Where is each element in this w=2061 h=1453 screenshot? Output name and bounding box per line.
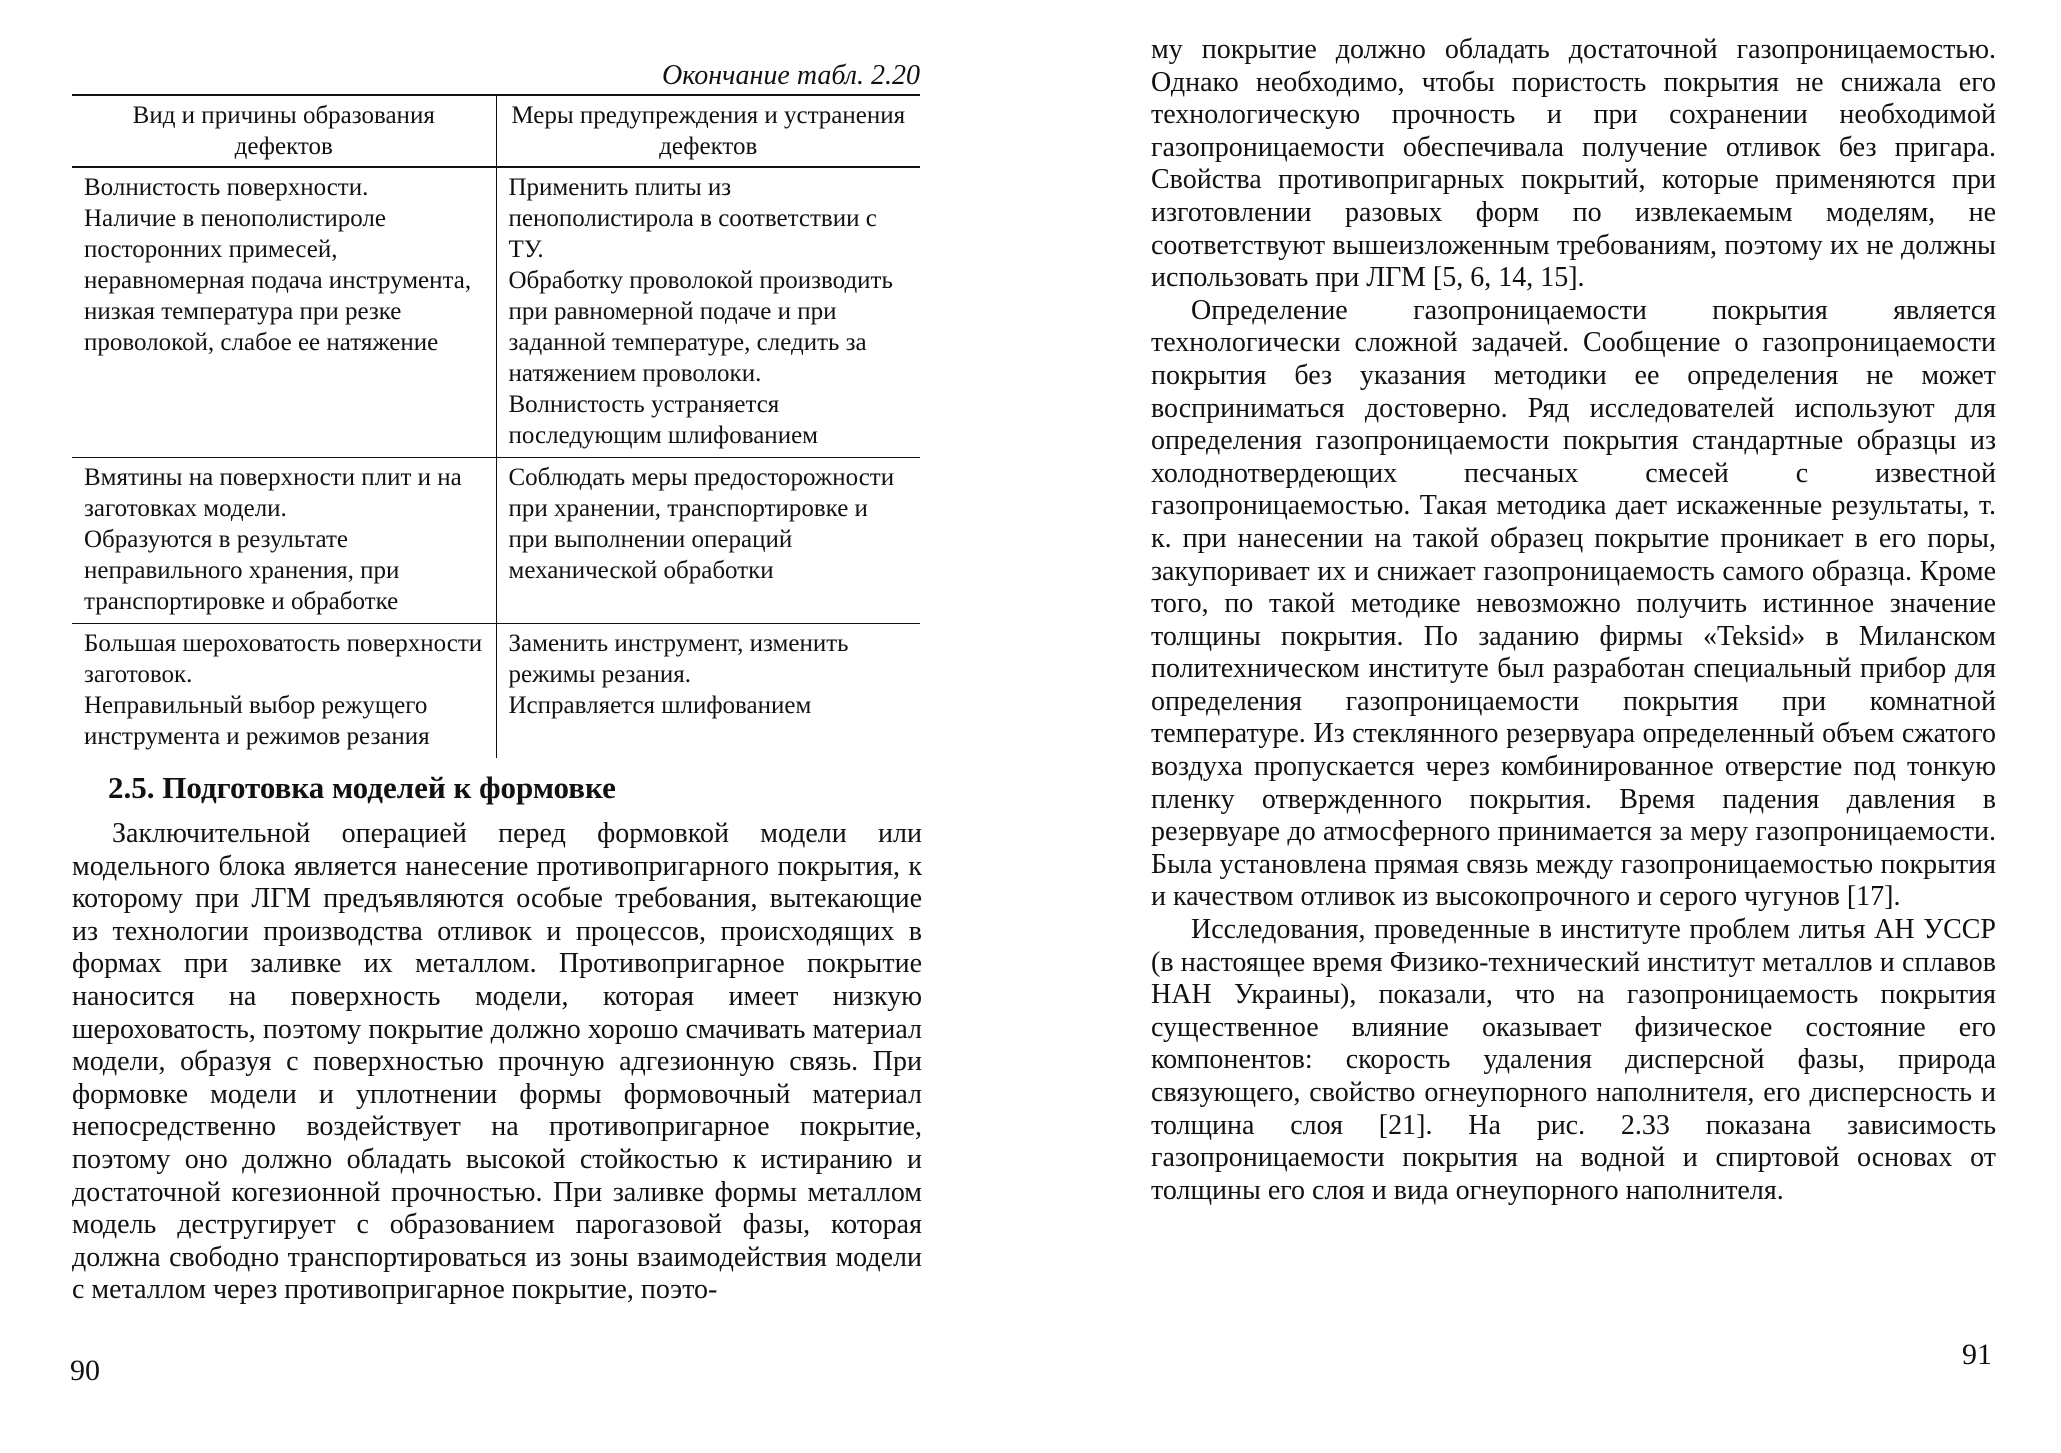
cell-text: Волнистость поверхности. [84,174,369,201]
cell-text: Неправильный выбор режущего инструмента … [84,692,430,750]
body-paragraph: Заключительной операцией перед формовкой… [72,818,922,1306]
cell-text: Исправляется шлифованием [508,692,812,719]
left-page: Окончание табл. 2.20 Вид и причины образ… [0,0,1030,1453]
cell-text: Вмятины на поверхности плит и на заготов… [84,464,462,522]
table-cell-measure: Заменить инструмент, изменить режимы рез… [496,624,920,759]
cell-text: Соблюдать меры предосторожности при хран… [508,464,895,584]
page-number: 90 [70,1354,100,1387]
table-cell-cause: Большая шероховатость поверхности загото… [72,623,497,758]
table-row: Волнистость поверхности. Наличие в пеноп… [72,167,920,458]
cell-text: Применить плиты из пенополистирола в соо… [508,174,877,263]
body-paragraph: му покрытие должно обладать достаточной … [1151,34,1996,294]
table-header-causes: Вид и причины образования дефектов [72,94,497,168]
defects-table: Вид и причины образования дефектов Меры … [72,94,920,758]
right-page: му покрытие должно обладать достаточной … [1030,0,2061,1453]
body-paragraph: Исследования, проведенные в институте пр… [1151,914,1996,1206]
cell-text: Волнистость устраняется последующим шлиф… [508,391,819,449]
cell-text: Заменить инструмент, изменить режимы рез… [508,630,849,688]
table-row: Вмятины на поверхности плит и на заготов… [72,457,920,624]
cell-text: Наличие в пенополистироле посторонних пр… [84,205,472,356]
table-cell-measure: Применить плиты из пенополистирола в соо… [496,167,920,458]
table-row: Большая шероховатость поверхности загото… [72,623,920,759]
table-cell-cause: Вмятины на поверхности плит и на заготов… [72,457,497,624]
page-number: 91 [1962,1338,1992,1371]
body-paragraph: Определение газопроницаемости покрытия я… [1151,294,1996,913]
table-header-measures: Меры предупреждения и устранения дефекто… [496,94,920,168]
cell-text: Образуются в результате неправильного хр… [84,526,400,615]
table-cell-measure: Соблюдать меры предосторожности при хран… [496,457,920,624]
right-body: му покрытие должно обладать достаточной … [1151,34,1996,1207]
table-caption: Окончание табл. 2.20 [662,60,920,91]
section-heading: 2.5. Подготовка моделей к формовке [108,770,616,805]
cell-text: Обработку проволокой производить при рав… [508,267,893,387]
cell-text: Большая шероховатость поверхности загото… [84,630,483,688]
table-cell-cause: Волнистость поверхности. Наличие в пеноп… [72,167,497,458]
